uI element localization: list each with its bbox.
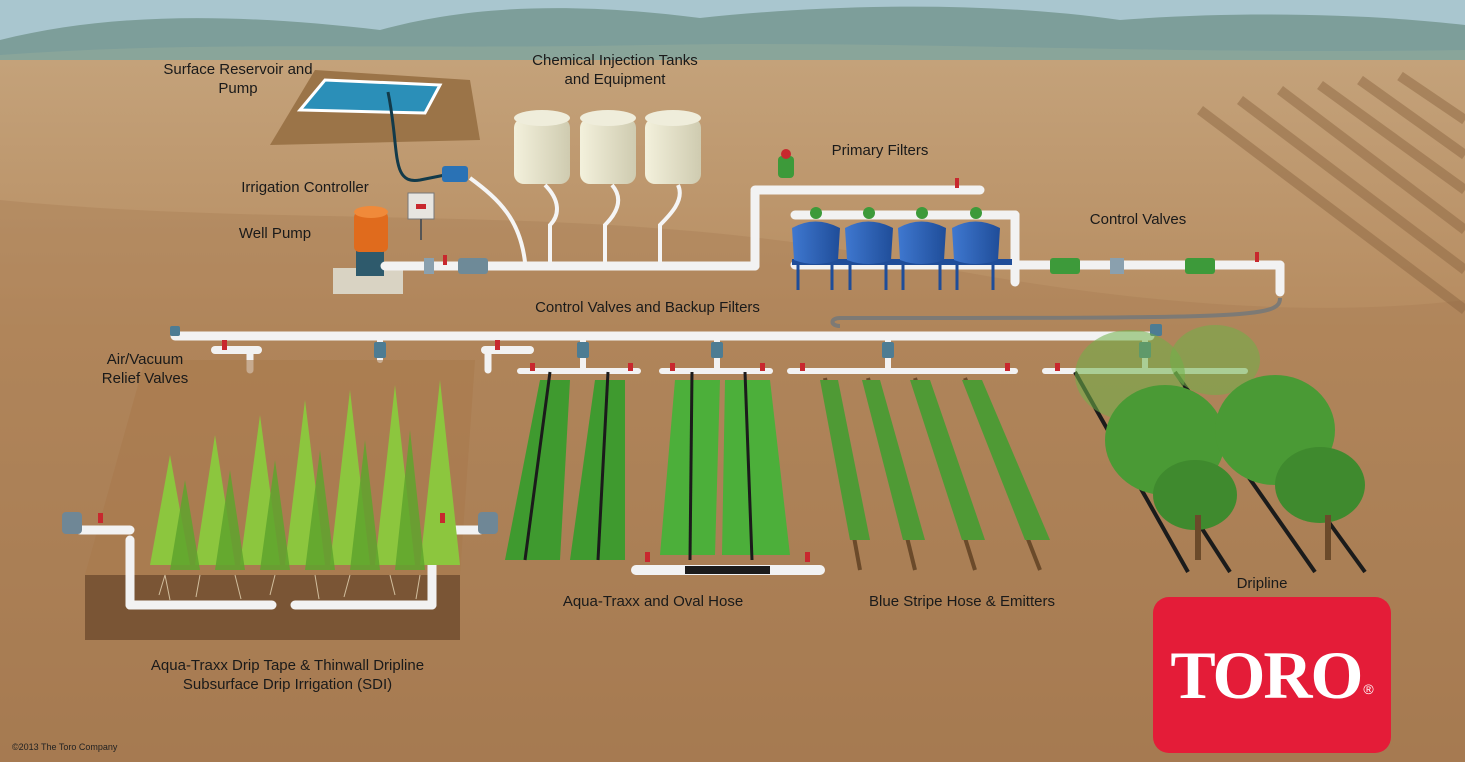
main-valves xyxy=(424,149,1215,274)
sdi-field xyxy=(62,360,498,640)
label-well-pump: Well Pump xyxy=(225,224,325,243)
label-line: Well Pump xyxy=(238,225,312,242)
label-blue-stripe: Blue Stripe Hose & Emitters xyxy=(845,592,1079,611)
vineyard-foliage xyxy=(820,380,1050,540)
well-pump xyxy=(333,206,403,294)
label-primary-filters: Primary Filters xyxy=(810,141,950,160)
label-line: Primary Filters xyxy=(831,142,929,159)
logo-wordmark: TORO xyxy=(1170,636,1363,713)
reservoir xyxy=(270,70,480,182)
primary-filters xyxy=(792,207,1012,290)
copyright-notice: ©2013 The Toro Company xyxy=(12,742,118,752)
label-sdi: Aqua-Traxx Drip Tape & Thinwall Dripline… xyxy=(125,656,450,694)
label-line: Blue Stripe Hose & Emitters xyxy=(869,593,1055,610)
label-line: Control Valves and Backup Filters xyxy=(535,299,760,316)
label-line: Pump xyxy=(218,80,258,97)
logo-registered-mark: ® xyxy=(1363,681,1374,697)
label-line: Aqua-Traxx Drip Tape & Thinwall Dripline xyxy=(150,657,425,674)
label-irrigation-controller: Irrigation Controller xyxy=(225,178,385,197)
label-chemical-tanks: Chemical Injection Tanks and Equipment xyxy=(505,51,725,89)
label-aquatraxx-oval: Aqua-Traxx and Oval Hose xyxy=(545,592,761,611)
label-air-vacuum: Air/Vacuum Relief Valves xyxy=(85,350,205,388)
injection-lines xyxy=(468,176,682,263)
label-line: and Equipment xyxy=(564,71,666,88)
label-control-valves: Control Valves xyxy=(1075,210,1201,229)
chemical-tanks xyxy=(514,110,701,184)
label-line: Aqua-Traxx and Oval Hose xyxy=(562,593,744,610)
valve-handles xyxy=(98,178,1259,562)
label-surface-reservoir: Surface Reservoir and Pump xyxy=(138,60,338,98)
aquatraxx-rows xyxy=(505,371,825,575)
label-dripline: Dripline xyxy=(1222,574,1302,593)
connector-pipe xyxy=(830,297,1282,328)
label-control-valves-backup: Control Valves and Backup Filters xyxy=(515,298,780,317)
toro-logo: TORO ® xyxy=(1153,597,1391,753)
label-line: Subsurface Drip Irrigation (SDI) xyxy=(182,676,393,693)
label-line: Air/Vacuum xyxy=(106,351,184,368)
furrows xyxy=(1196,71,1465,314)
orchard xyxy=(1073,325,1367,574)
label-line: Chemical Injection Tanks xyxy=(532,52,698,69)
label-line: Irrigation Controller xyxy=(241,179,369,196)
label-line: Control Valves xyxy=(1089,211,1187,228)
label-line: Dripline xyxy=(1236,575,1288,592)
irrigation-controller-box xyxy=(407,192,435,240)
label-line: Surface Reservoir and xyxy=(163,61,313,78)
label-line: Relief Valves xyxy=(101,370,189,387)
